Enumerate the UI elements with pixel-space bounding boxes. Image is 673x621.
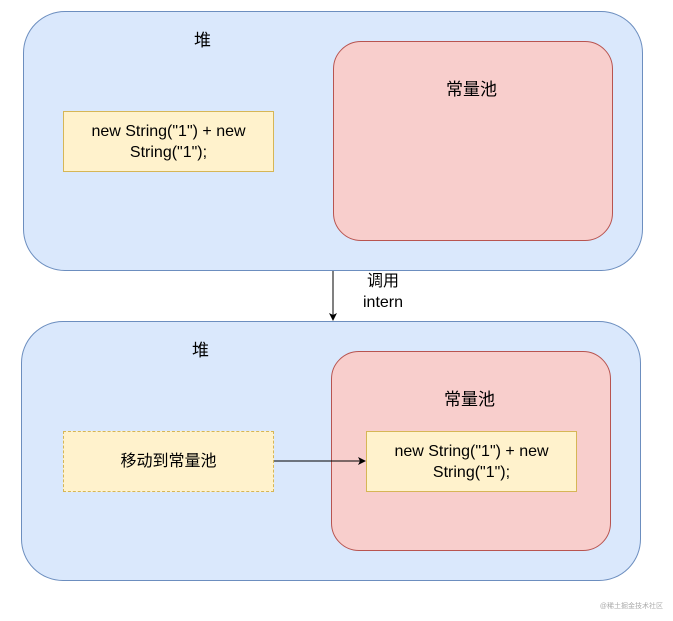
- top-string-expression-text: new String("1") + new String("1");: [91, 122, 246, 161]
- top-heap-label: 堆: [194, 31, 211, 50]
- bottom-constant-pool-label: 常量池: [444, 390, 495, 409]
- pool-string-expression-box: new String("1") + new String("1");: [366, 431, 577, 492]
- moved-to-pool-box: 移动到常量池: [63, 431, 274, 492]
- top-constant-pool-region: [333, 41, 613, 241]
- moved-to-pool-text: 移动到常量池: [120, 453, 217, 470]
- top-string-expression-box: new String("1") + new String("1");: [63, 111, 274, 172]
- top-constant-pool-label: 常量池: [446, 80, 497, 99]
- pool-string-expression-text: new String("1") + new String("1");: [394, 442, 549, 481]
- bottom-heap-label: 堆: [192, 341, 209, 360]
- watermark: @稀土掘金技术社区: [599, 603, 663, 610]
- intern-call-label: 调用 intern: [355, 271, 411, 313]
